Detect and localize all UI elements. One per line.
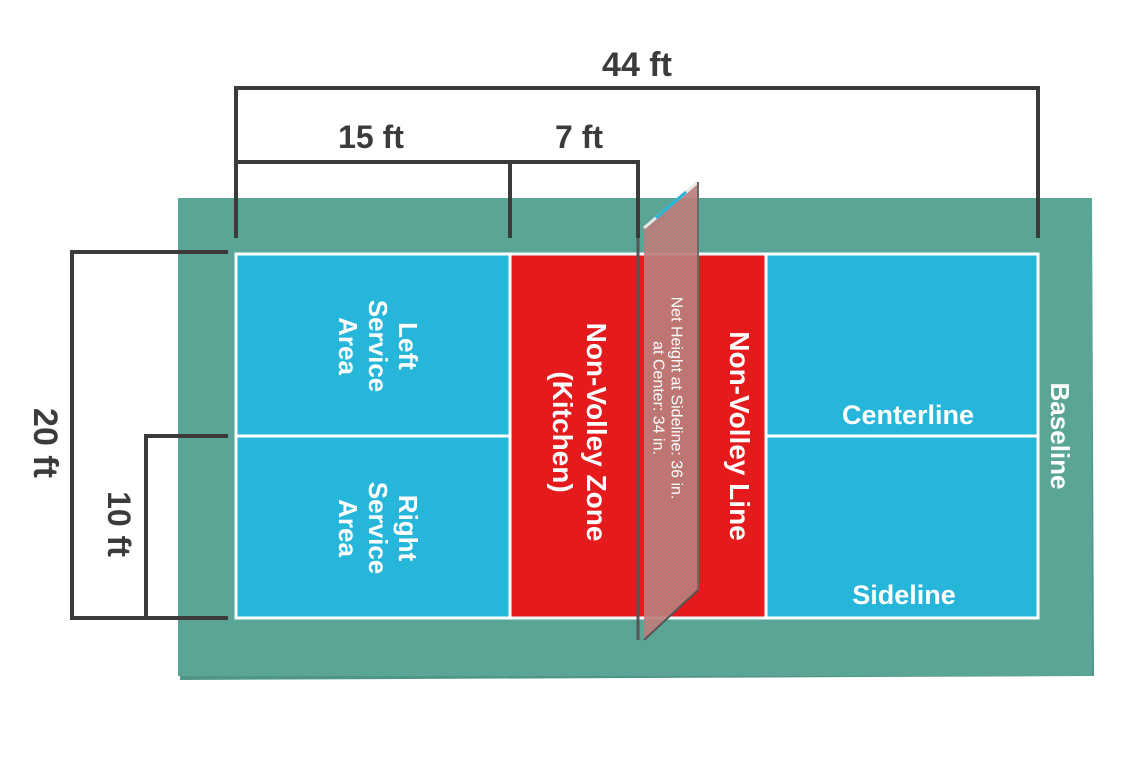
baseline-label: Baseline — [1045, 383, 1075, 490]
right-service-area-label-line-3: Area — [333, 499, 363, 557]
left-service-area-label-line-1: Left — [393, 322, 423, 370]
sideline-label: Sideline — [852, 580, 956, 610]
non-volley-line-label: Non-Volley Line — [724, 331, 755, 541]
far-service-area-bottom — [766, 436, 1038, 618]
right-service-area — [236, 436, 510, 618]
non-volley-line-label-text: Non-Volley Line — [724, 331, 755, 541]
net-height-label-line-2: at Center: 34 in. — [649, 341, 666, 455]
service-depth-label: 15 ft — [338, 119, 404, 155]
left-service-area — [236, 254, 510, 436]
baseline-label-text: Baseline — [1045, 383, 1075, 490]
half-width-label: 10 ft — [101, 491, 137, 557]
far-service-area-top — [766, 254, 1038, 436]
width-bracket — [70, 250, 228, 620]
centerline-label: Centerline — [842, 400, 974, 430]
kitchen-left — [510, 254, 638, 618]
width-label: 20 ft — [26, 408, 64, 478]
left-service-area-label-line-3: Area — [333, 317, 363, 375]
kitchen-depth-label: 7 ft — [555, 119, 603, 155]
net — [636, 180, 699, 641]
kitchen-label: Non-Volley Zone(Kitchen) — [547, 323, 612, 542]
net-height-label-line-1: Net Height at Sideline: 36 in. — [667, 297, 684, 500]
left-service-area-label-line-2: Service — [363, 300, 393, 393]
kitchen-depth-bracket — [510, 160, 640, 238]
dimension-lines — [70, 86, 1040, 620]
kitchen-label-line-2: (Kitchen) — [547, 371, 578, 492]
service-depth-bracket — [234, 160, 512, 238]
right-service-area-label-line-1: Right — [393, 495, 423, 562]
net-height-label: Net Height at Sideline: 36 in.at Center:… — [649, 297, 684, 500]
kitchen-label-line-1: Non-Volley Zone — [581, 323, 612, 542]
right-service-area-label-line-2: Service — [363, 482, 393, 575]
length-label: 44 ft — [602, 46, 672, 84]
half-width-bracket — [144, 434, 228, 618]
